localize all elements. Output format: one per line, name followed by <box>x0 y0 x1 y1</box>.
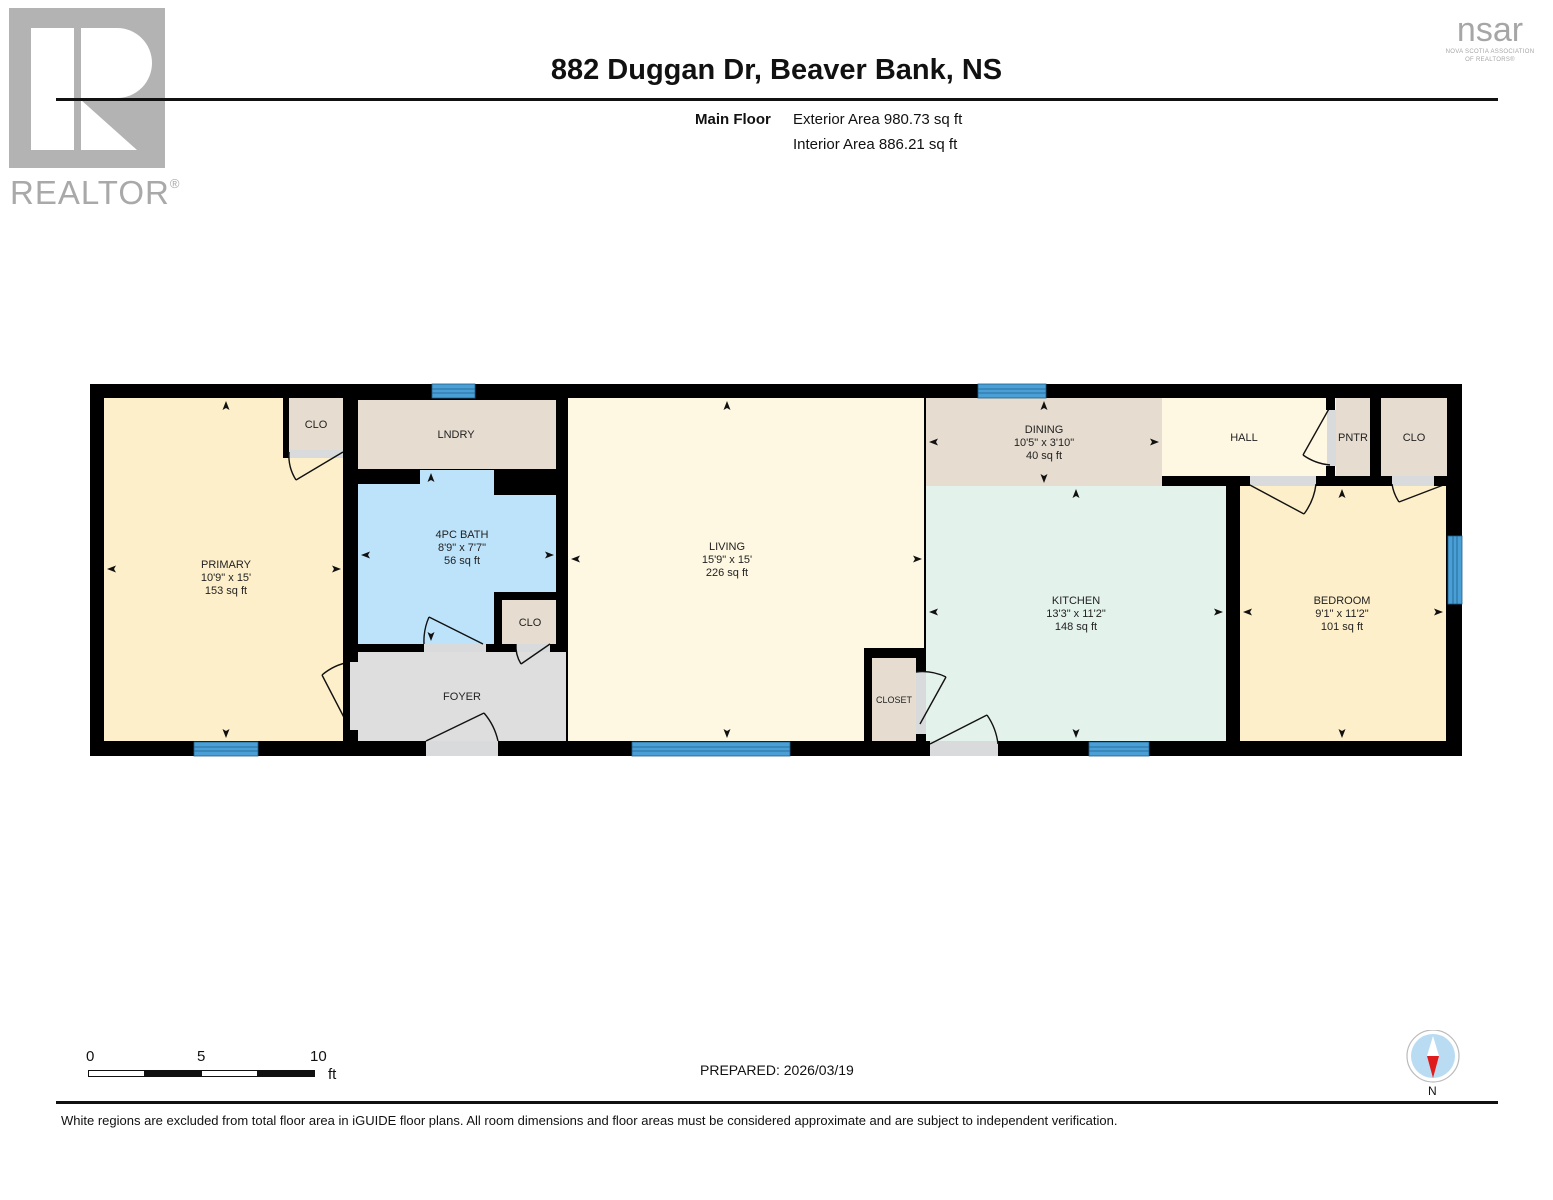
room-dimensions: 10'5" x 3'10" <box>1014 437 1074 449</box>
nsar-tagline-2: OF REALTORS® <box>1465 57 1515 63</box>
room-dimensions: 10'9" x 15' <box>201 572 251 584</box>
disclaimer-text: White regions are excluded from total fl… <box>61 1113 1118 1128</box>
room-area: 226 sq ft <box>706 567 748 579</box>
header-divider <box>56 98 1498 101</box>
room-dimensions: 15'9" x 15' <box>702 554 752 566</box>
scale-unit: ft <box>328 1066 337 1083</box>
room-label: CLO <box>1403 432 1426 444</box>
scale-segment <box>88 1070 146 1077</box>
floor-name: Main Floor <box>695 111 771 128</box>
room-label: FOYER <box>443 691 481 703</box>
window-lines <box>194 388 1458 752</box>
scale-segment <box>144 1070 202 1077</box>
nsar-logo-icon: nsar NOVA SCOTIA ASSOCIATION OF REALTORS… <box>1430 12 1550 74</box>
nsar-wordmark: nsar <box>1456 11 1524 49</box>
room-area: 56 sq ft <box>444 555 480 567</box>
exterior-area: Exterior Area 980.73 sq ft <box>793 111 963 128</box>
room-label: LIVING <box>709 541 745 553</box>
room-clo-bedroom <box>1381 398 1447 476</box>
room-label: PRIMARY <box>201 559 252 571</box>
realtor-wordmark: REALTOR® <box>10 174 181 211</box>
room-laundry <box>358 400 556 469</box>
room-area: 101 sq ft <box>1321 621 1363 633</box>
room-closet <box>872 658 916 741</box>
scale-label-5: 5 <box>197 1048 206 1065</box>
room-pantry <box>1336 398 1370 476</box>
room-label: PNTR <box>1338 432 1368 444</box>
room-foyer <box>358 652 566 741</box>
room-label: DINING <box>1025 424 1064 436</box>
north-compass-icon: N <box>1405 1029 1463 1100</box>
page-title: 882 Duggan Dr, Beaver Bank, NS <box>550 54 1003 86</box>
room-area: 153 sq ft <box>205 585 247 597</box>
door-swings <box>288 406 1447 745</box>
room-dimensions: 9'1" x 11'2" <box>1315 608 1368 620</box>
room-dimensions: 13'3" x 11'2" <box>1046 608 1106 620</box>
compass-label: N <box>1428 1084 1437 1098</box>
prepared-date: PREPARED: 2026/03/19 <box>700 1062 854 1078</box>
scale-segment <box>201 1070 258 1077</box>
interior-area: Interior Area 886.21 sq ft <box>793 136 958 153</box>
room-area: 148 sq ft <box>1055 621 1097 633</box>
scale-segment <box>257 1070 315 1077</box>
room-dimensions: 8'9" x 7'7" <box>438 542 486 554</box>
scale-label-0: 0 <box>86 1048 95 1065</box>
room-label: KITCHEN <box>1052 595 1100 607</box>
room-label: CLO <box>519 617 542 629</box>
scale-label-10: 10 <box>310 1048 327 1065</box>
room-label: LNDRY <box>437 429 475 441</box>
room-label: 4PC BATH <box>436 529 489 541</box>
room-kitchen <box>926 486 1226 741</box>
room-dining <box>926 398 1162 486</box>
room-label: CLO <box>305 419 328 431</box>
room-area: 40 sq ft <box>1026 450 1062 462</box>
room-hall <box>1162 398 1336 476</box>
room-label: BEDROOM <box>1314 595 1371 607</box>
room-bedroom <box>1240 486 1446 741</box>
room-label: CLOSET <box>876 695 913 705</box>
realtor-logo: REALTOR® <box>6 8 179 211</box>
room-clo-bath <box>502 600 556 644</box>
room-label: HALL <box>1230 432 1258 444</box>
door-swing <box>289 450 343 458</box>
room-clo-primary <box>289 398 349 450</box>
nsar-tagline-1: NOVA SCOTIA ASSOCIATION <box>1445 49 1535 55</box>
window <box>193 383 1463 757</box>
realtor-r-logo-icon <box>9 8 165 168</box>
footer-divider <box>56 1101 1498 1104</box>
interior-walls <box>343 398 1448 741</box>
